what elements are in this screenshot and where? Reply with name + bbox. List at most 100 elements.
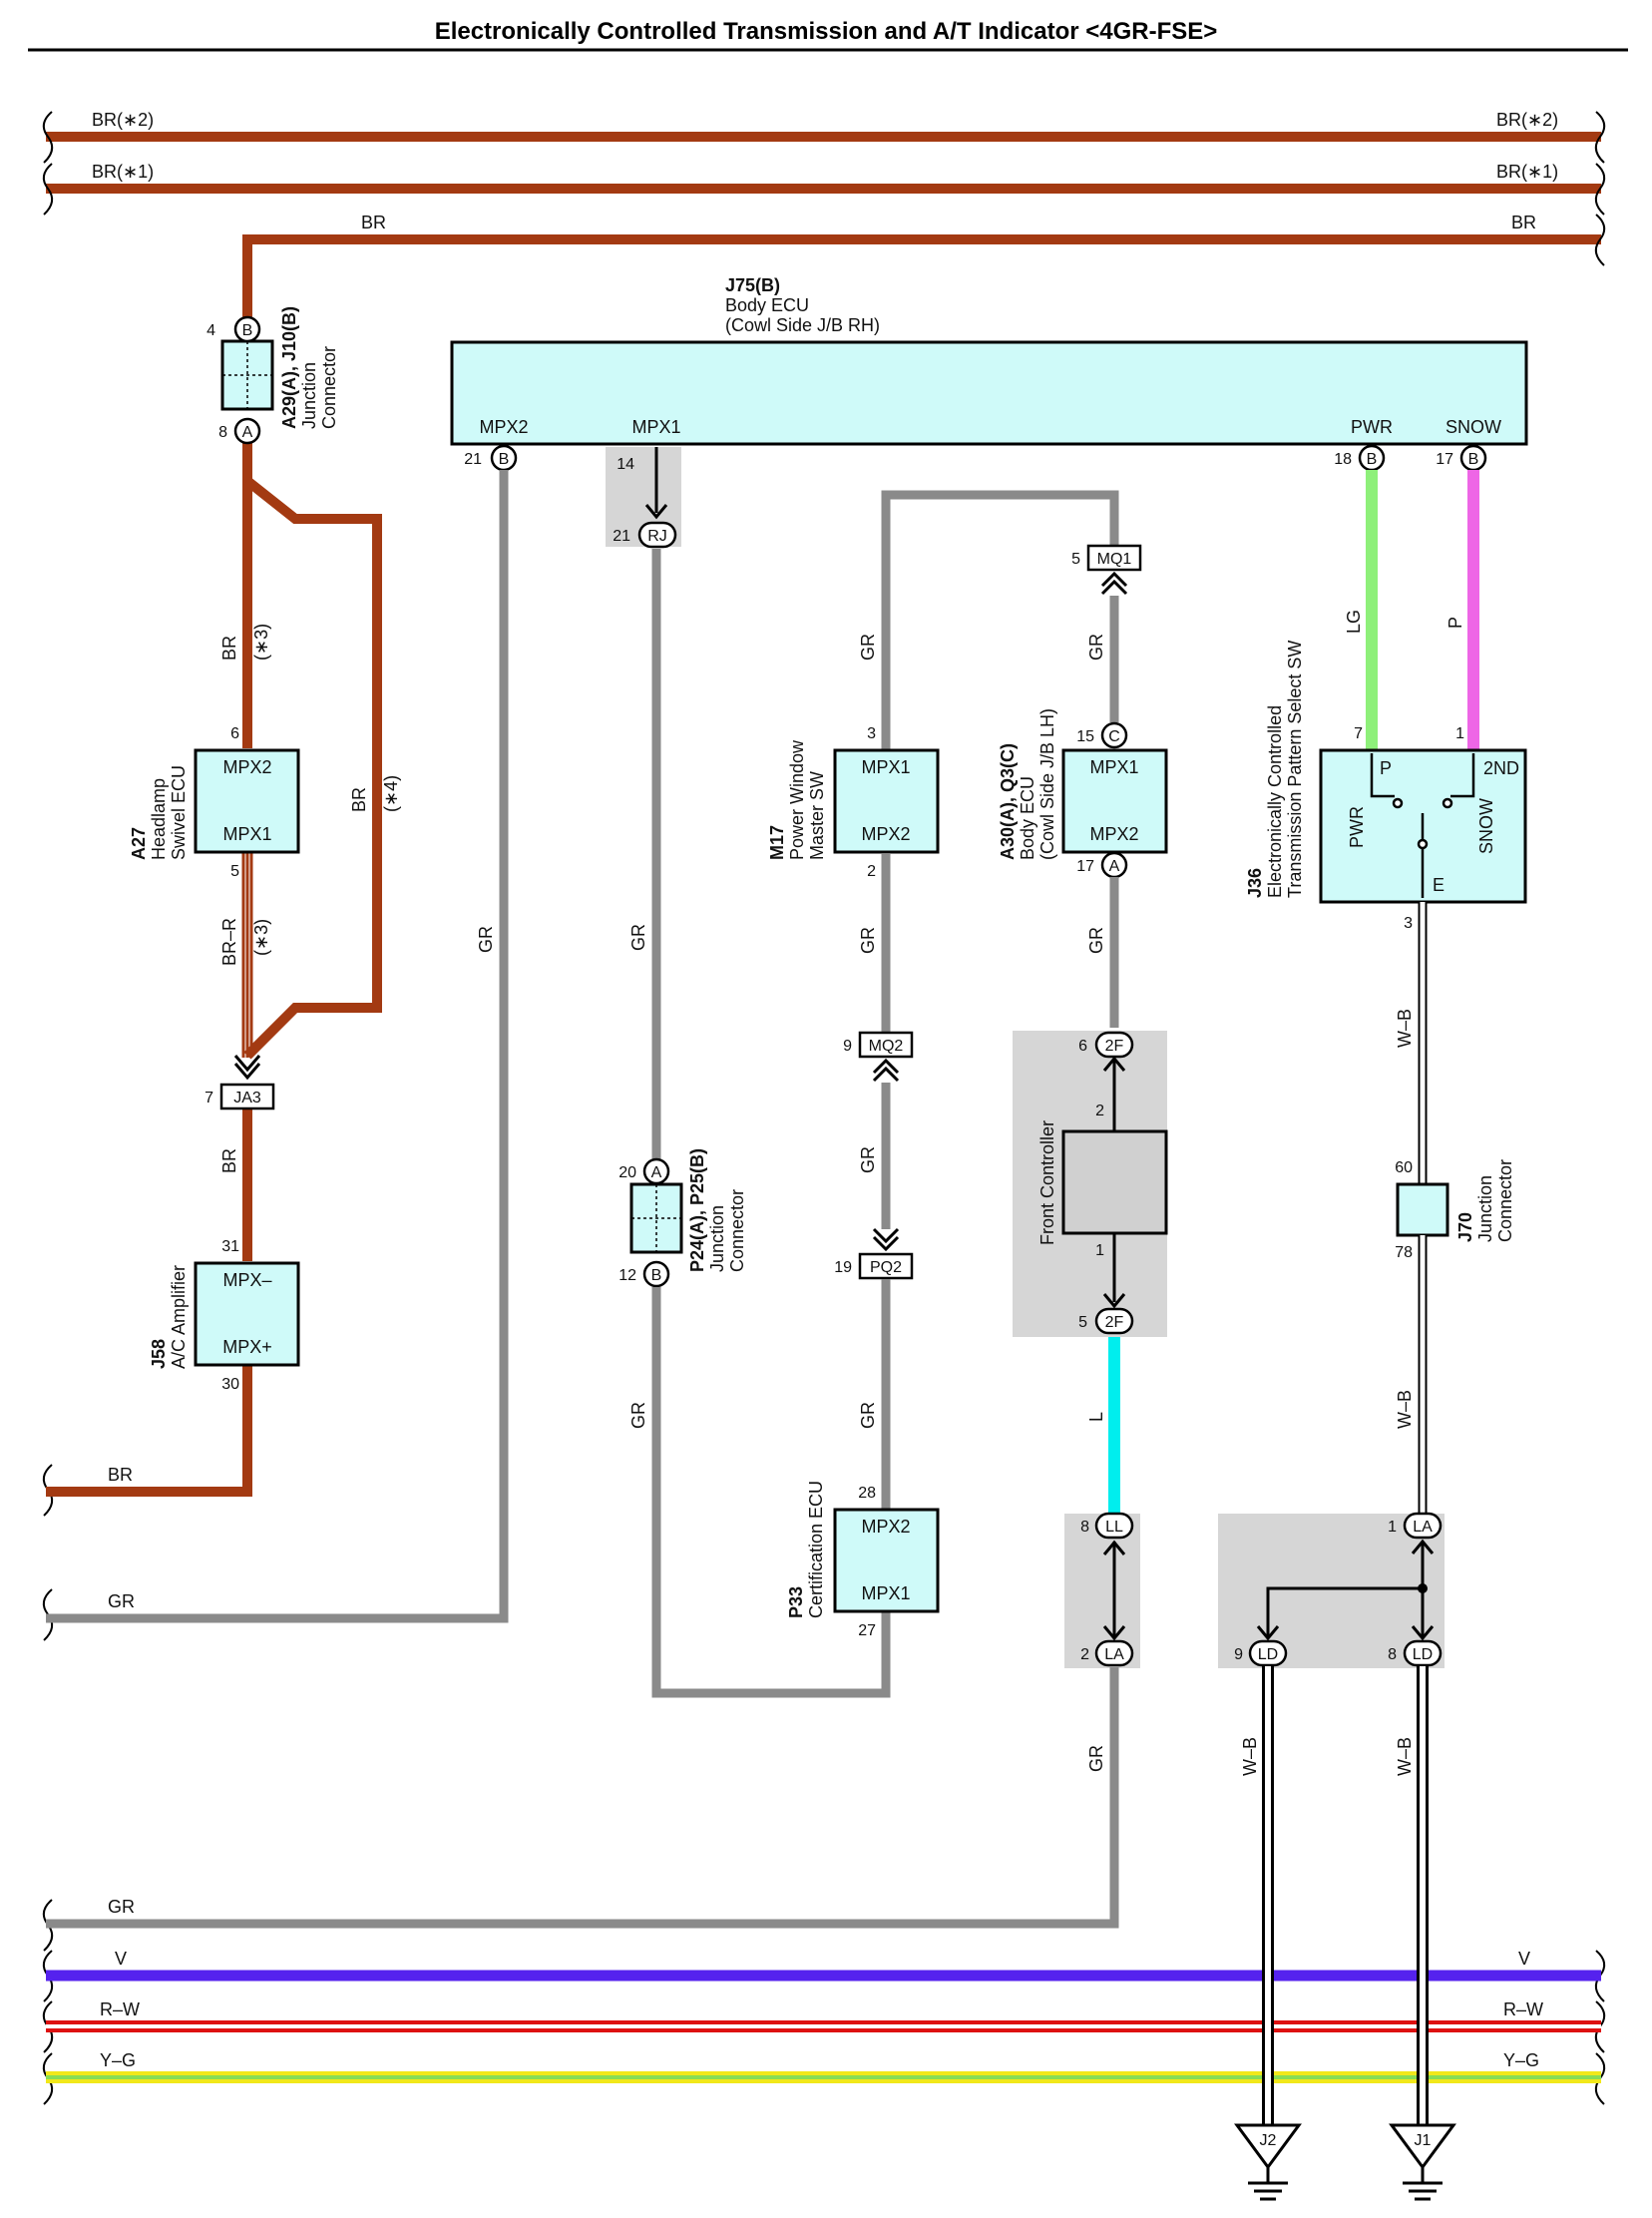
br-left-chain	[46, 431, 382, 1497]
pq2-code: PQ2	[870, 1259, 902, 1276]
pq2-arrow-1	[872, 1227, 900, 1244]
note-3-a: (∗3)	[251, 624, 271, 661]
front-controller-box	[1061, 1129, 1168, 1235]
ll-pin: 8	[1080, 1519, 1089, 1536]
p33-name1: Certification ECU	[806, 1481, 826, 1618]
p33-pin-1: 28	[858, 1485, 876, 1502]
ld8-pin: 8	[1388, 1646, 1397, 1663]
wire-label-gr-a30: GR	[1086, 927, 1106, 954]
a29-pin-bottom: 8	[218, 424, 227, 441]
front-arrow-top	[1102, 1056, 1126, 1072]
j75-pin-21: 21	[464, 451, 482, 468]
gr-wire-p24-p33	[651, 1287, 891, 1698]
la1-connector	[1403, 1512, 1443, 1540]
j2-code: J2	[1260, 2132, 1277, 2149]
la2-pin: 2	[1080, 1646, 1089, 1663]
ld8-connector	[1403, 1639, 1443, 1667]
wire-label-br1-right: BR(∗1)	[1496, 162, 1558, 182]
wire-label-br-bottom: BR	[108, 1465, 133, 1485]
j75-terminal-mpx2: MPX2	[479, 417, 528, 437]
ld9-pin: 9	[1234, 1646, 1243, 1663]
a29-cavity-top: B	[242, 322, 253, 339]
p24-pin-bottom: 12	[619, 1267, 636, 1284]
wire-label-br1-left: BR(∗1)	[92, 162, 154, 182]
mq1-code: MQ1	[1097, 551, 1132, 568]
j70-pin-top: 60	[1395, 1159, 1413, 1176]
wire-label-l: L	[1086, 1412, 1106, 1422]
br-r-wire	[233, 851, 261, 1081]
p24-junction-connector	[629, 1157, 683, 1288]
wire-label-br-top-right: BR	[1511, 213, 1536, 232]
la2-arrow	[1102, 1625, 1126, 1641]
a29-junction-connector	[220, 315, 274, 445]
mq1-arrow-2	[1100, 579, 1128, 596]
a27-name1: Headlamp	[149, 778, 169, 860]
mq2-arrow-1	[872, 1058, 900, 1075]
j36-terminal-pwr: PWR	[1347, 806, 1367, 848]
j75-code: J75(B)	[725, 275, 780, 295]
la1-code: LA	[1413, 1519, 1433, 1536]
pq2-arrow-2	[872, 1235, 900, 1252]
wire-label-v-left: V	[115, 1949, 127, 1969]
m17-pin-1: 3	[867, 725, 876, 742]
ld9-connector	[1248, 1639, 1288, 1667]
j36-terminal-p: P	[1380, 758, 1392, 778]
wire-label-br-top: BR	[361, 213, 386, 232]
a27-terminal-1: MPX2	[222, 757, 271, 777]
pq2-pin: 19	[834, 1259, 852, 1276]
p24-code: P24(A), P25(B)	[687, 1148, 707, 1272]
mq1-pin: 5	[1071, 551, 1080, 568]
j75-name1: Body ECU	[725, 295, 809, 315]
wire-label-br-loop: BR	[349, 787, 369, 812]
wire-label-yg-right: Y–G	[1503, 2050, 1539, 2070]
note-3-b: (∗3)	[251, 919, 271, 956]
j36-name2: Transmission Pattern Select SW	[1285, 641, 1305, 898]
front-terminal-2: 2	[1095, 1103, 1104, 1119]
j36-pin-3: 3	[1404, 915, 1413, 932]
ja3-connector	[219, 1083, 275, 1110]
wire-label-gr-bottom: GR	[108, 1897, 135, 1917]
ja3-code: JA3	[233, 1090, 261, 1107]
splice-point	[1418, 1583, 1428, 1593]
j1-code: J1	[1415, 2132, 1432, 2149]
a30-pin-1: 15	[1076, 728, 1094, 745]
rj-pin: 21	[613, 528, 630, 545]
front-2f-bottom-code: 2F	[1105, 1314, 1124, 1331]
a30-terminal-2: MPX2	[1089, 824, 1138, 844]
wire-label-gr-mq2: GR	[858, 1146, 878, 1173]
mq2-code: MQ2	[869, 1038, 904, 1055]
j75-pin-17: 17	[1436, 451, 1453, 468]
m17-terminal-1: MPX1	[861, 757, 910, 777]
pq2-connector	[858, 1252, 914, 1280]
j75-pin-18-cavity: B	[1367, 451, 1378, 468]
note-4: (∗4)	[381, 775, 401, 812]
a29-cavity-bottom: A	[242, 424, 253, 441]
front-arrow-bottom	[1102, 1293, 1126, 1309]
ld8-code: LD	[1413, 1646, 1433, 1663]
j75-pin-14: 14	[617, 456, 634, 473]
a27-code: A27	[129, 827, 149, 860]
a30-terminal-1: MPX1	[1089, 757, 1138, 777]
p33-pin-2: 27	[858, 1622, 876, 1639]
p24-cavity-bottom: B	[651, 1267, 662, 1284]
ja3-pin: 7	[205, 1090, 213, 1107]
j75-name2: (Cowl Side J/B RH)	[725, 315, 880, 335]
mq2-pin: 9	[843, 1038, 852, 1055]
gr-wire-la-bottom	[46, 1667, 1119, 1929]
j70-junction-connector	[1396, 1182, 1449, 1237]
a29-pin-top: 4	[206, 322, 215, 339]
p24-name1: Junction	[707, 1205, 727, 1272]
j58-terminal-1: MPX–	[222, 1270, 271, 1290]
p24-cavity-top: A	[651, 1164, 662, 1181]
j75-terminal-pwr: PWR	[1351, 417, 1393, 437]
wire-label-br2-left: BR(∗2)	[92, 110, 154, 130]
wire-label-gr-mq1: GR	[1086, 634, 1106, 661]
a27-name2: Swivel ECU	[169, 765, 189, 860]
j75-pin-18: 18	[1334, 451, 1352, 468]
j58-code: J58	[149, 1339, 169, 1369]
j75-pin-17-cavity: B	[1468, 451, 1479, 468]
front-2f-top-code: 2F	[1105, 1038, 1124, 1055]
p33-code: P33	[786, 1586, 806, 1618]
m17-power-window-master-sw	[833, 748, 940, 854]
mq2-arrow-2	[872, 1066, 900, 1083]
